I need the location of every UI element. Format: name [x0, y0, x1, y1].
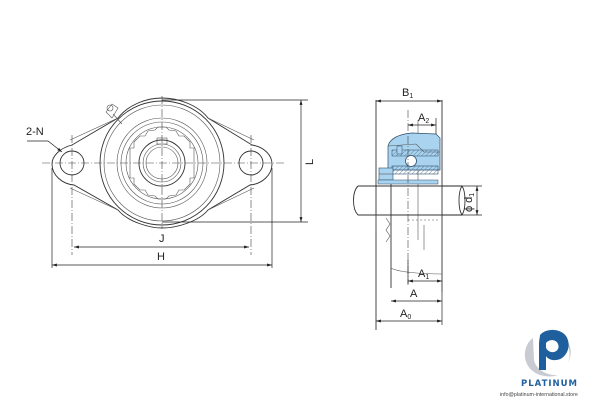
platinum-logo	[524, 329, 571, 377]
label-a2: A2	[418, 112, 429, 125]
label-j: J	[159, 233, 165, 245]
label-2-n: 2-N	[26, 126, 44, 138]
label-b1: B1	[402, 87, 413, 100]
label-a0: A0	[400, 308, 411, 321]
front-view	[27, 96, 308, 268]
grease-nipple-icon	[105, 103, 123, 125]
label-h: H	[157, 251, 165, 263]
label-d1: ϕd1	[463, 193, 476, 212]
label-a: A	[410, 288, 418, 300]
label-a1: A1	[418, 268, 429, 281]
side-view	[353, 99, 482, 330]
label-l: L	[304, 159, 316, 165]
brand-email: info@platinum-international.store	[500, 392, 578, 398]
brand-name: PLATINUM	[521, 379, 578, 389]
